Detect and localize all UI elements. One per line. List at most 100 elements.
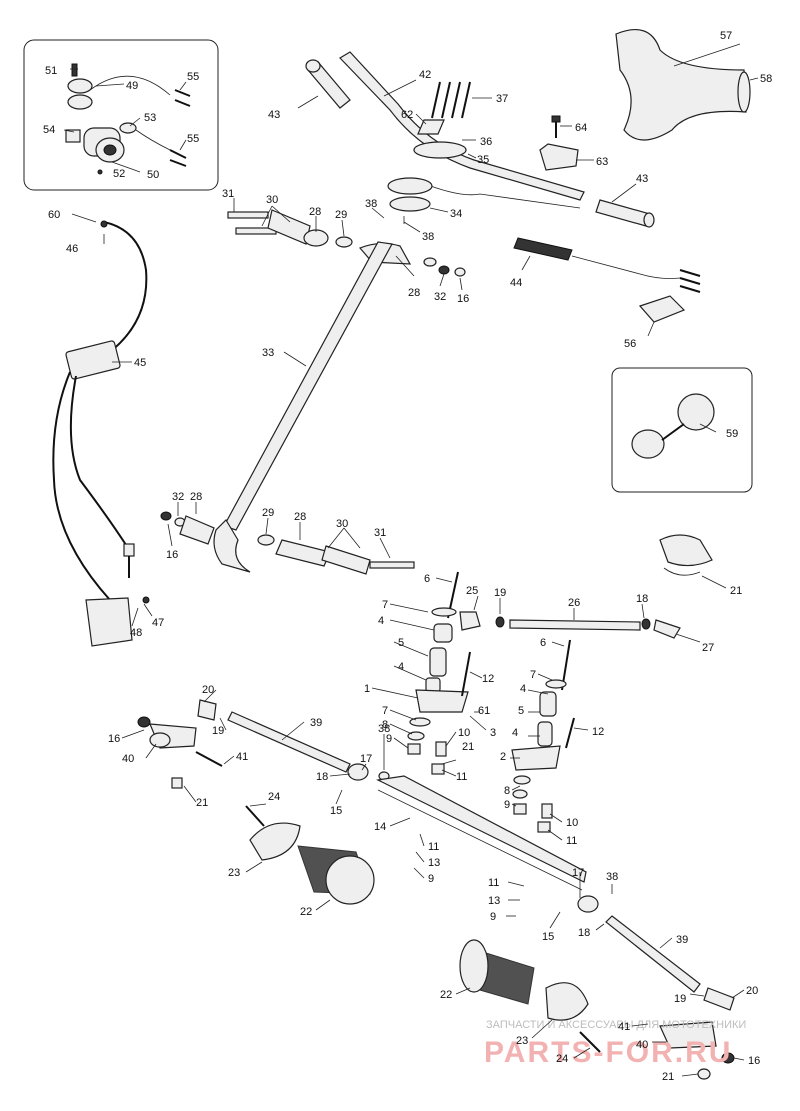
label-5a: 5	[398, 637, 404, 649]
label-31b: 31	[374, 527, 386, 539]
label-30b: 30	[336, 518, 348, 530]
label-64: 64	[575, 122, 587, 134]
label-48: 48	[130, 627, 142, 639]
label-3: 3	[490, 727, 496, 739]
label-59: 59	[726, 428, 738, 440]
label-14: 14	[374, 821, 386, 833]
horn	[631, 393, 715, 459]
label-5b: 5	[518, 705, 524, 717]
label-8a: 8	[382, 719, 388, 731]
label-16c: 16	[108, 733, 120, 745]
label-43b: 43	[636, 173, 648, 185]
lower-linkage	[160, 511, 415, 575]
ignition-switch-assembly	[65, 63, 191, 175]
label-15a: 15	[330, 805, 342, 817]
label-4a: 4	[378, 615, 384, 627]
label-61: 61	[478, 705, 490, 717]
label-13a: 13	[428, 857, 440, 869]
label-49: 49	[126, 80, 138, 92]
label-19b: 19	[212, 725, 224, 737]
label-22a: 22	[300, 906, 312, 918]
label-43a: 43	[268, 109, 280, 121]
label-30a: 30	[266, 194, 278, 206]
leader-lines	[63, 43, 759, 1077]
label-11b: 11	[566, 835, 577, 847]
label-62: 62	[401, 109, 413, 121]
label-28a: 28	[309, 206, 321, 218]
label-53: 53	[144, 112, 156, 124]
label-56: 56	[624, 338, 636, 350]
label-21d: 21	[662, 1071, 674, 1083]
label-32a: 32	[434, 291, 446, 303]
label-6b: 6	[540, 637, 546, 649]
switch-63	[539, 115, 579, 171]
boot-left	[245, 805, 375, 905]
label-23a: 23	[228, 867, 240, 879]
inset-ignition-box	[23, 39, 219, 191]
grip-pad	[615, 29, 751, 141]
label-55b: 55	[187, 133, 199, 145]
watermark-tagline: ЗАПЧАСТИ И АКСЕССУАРЫ ДЛЯ МОТОТЕХНИКИ	[486, 1019, 746, 1031]
label-9c: 9	[428, 873, 434, 885]
label-20a: 20	[202, 684, 214, 696]
label-9d: 9	[490, 911, 496, 923]
label-58: 58	[760, 73, 772, 85]
label-41a: 41	[236, 751, 248, 763]
label-7a: 7	[382, 599, 388, 611]
label-11c: 11	[428, 841, 439, 853]
label-38d: 38	[606, 871, 618, 883]
label-23b: 23	[516, 1035, 528, 1047]
label-16b: 16	[166, 549, 178, 561]
label-13b: 13	[488, 895, 500, 907]
label-24a: 24	[268, 791, 280, 803]
label-41b: 41	[618, 1021, 630, 1033]
label-42: 42	[419, 69, 431, 81]
label-38a: 38	[365, 198, 377, 210]
label-25: 25	[466, 585, 478, 597]
label-39b: 39	[676, 934, 688, 946]
label-16d: 16	[748, 1055, 760, 1067]
label-15b: 15	[542, 931, 554, 943]
label-28b: 28	[408, 287, 420, 299]
label-38b: 38	[422, 231, 434, 243]
label-44: 44	[510, 277, 522, 289]
label-32b: 32	[172, 491, 184, 503]
label-52: 52	[113, 168, 125, 180]
watermark: ЗАПЧАСТИ И АКСЕССУАРЫ ДЛЯ МОТОТЕХНИКИ PA…	[484, 1019, 746, 1069]
label-29b: 29	[262, 507, 274, 519]
label-11d: 11	[488, 877, 499, 889]
label-19c: 19	[674, 993, 686, 1005]
label-4b: 4	[398, 661, 404, 673]
label-19a: 19	[494, 587, 506, 599]
label-26: 26	[568, 597, 580, 609]
label-36: 36	[480, 136, 492, 148]
label-24b: 24	[556, 1053, 568, 1065]
boot-right	[459, 939, 601, 1053]
label-60: 60	[48, 209, 60, 221]
label-57: 57	[720, 30, 732, 42]
label-9b: 9	[504, 799, 510, 811]
label-21a: 21	[730, 585, 742, 597]
label-4d: 4	[512, 727, 518, 739]
label-40b: 40	[636, 1039, 648, 1051]
label-37: 37	[496, 93, 508, 105]
heated-grip	[513, 237, 701, 323]
center-link	[376, 775, 587, 891]
label-33: 33	[262, 347, 274, 359]
label-7c: 7	[530, 669, 536, 681]
tie-rod-39-left	[137, 699, 390, 789]
left-grip	[305, 59, 351, 109]
label-1: 1	[364, 683, 370, 695]
tie-rod-26	[459, 534, 713, 639]
label-21c: 21	[196, 797, 208, 809]
center-pivot	[407, 571, 575, 833]
handlebar-clamp	[387, 81, 471, 212]
label-9a: 9	[386, 733, 392, 745]
label-18a: 18	[636, 593, 648, 605]
tie-rod-39-right	[577, 895, 735, 1080]
label-27: 27	[702, 642, 714, 654]
label-51: 51	[45, 65, 57, 77]
label-39a: 39	[310, 717, 322, 729]
label-6a: 6	[424, 573, 430, 585]
